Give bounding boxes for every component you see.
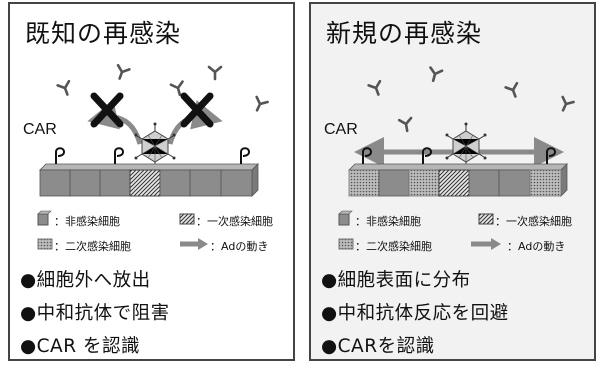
legend-non-infected-icon [37, 210, 52, 226]
adenovirus-icon [134, 122, 176, 168]
legend-primary: ：一次感染細胞 [495, 215, 572, 228]
antibody-icon [426, 66, 444, 84]
known-reinfection-diagram [37, 63, 269, 250]
bullet-item: ●CARを認識 [321, 336, 435, 357]
bullet-item: ●CAR を認識 [20, 336, 140, 357]
legend-secondary: ：二次感染細胞 [54, 240, 131, 253]
antibody-icon [250, 95, 269, 115]
car-receptor-icon [362, 147, 557, 164]
legend-non-infected: ：非感染細胞 [54, 215, 120, 228]
car-receptor-icon [55, 147, 251, 164]
cell-layer [348, 163, 568, 197]
legend-primary-icon [179, 213, 195, 225]
legend-ad-movement: ：Adの動き [507, 240, 566, 253]
antibody-icon [56, 79, 75, 98]
legend-secondary-icon [37, 238, 53, 250]
car-label: CAR [324, 121, 358, 138]
legend-arrow-icon [180, 238, 208, 250]
panel-novel-reinfection: 新規の再感染 [309, 2, 596, 361]
antibody-icon [397, 116, 415, 134]
ad-movement-arrow [87, 100, 143, 145]
panel-known-reinfection: 既知の再感染 [8, 2, 295, 361]
legend-secondary-icon [338, 238, 354, 250]
cross-icon [180, 92, 214, 128]
antibody-icon [504, 81, 523, 100]
panel-title: 既知の再感染 [25, 19, 182, 48]
legend-non-infected: ：非感染細胞 [355, 215, 421, 228]
cross-icon [90, 92, 124, 128]
car-label: CAR [23, 121, 57, 138]
antibody-icon [367, 79, 386, 98]
legend-non-infected-icon [338, 210, 353, 226]
legend-primary-icon [478, 213, 494, 225]
adenovirus-icon [445, 122, 487, 168]
bullet-item: ●細胞表面に分布 [321, 270, 471, 291]
cell-layer [39, 163, 259, 197]
legend-secondary: ：二次感染細胞 [355, 240, 432, 253]
antibody-icon [112, 63, 131, 82]
antibody-icon [207, 65, 223, 81]
legend-arrow-icon [471, 238, 501, 250]
bullet-item: ●中和抗体で阻害 [20, 303, 170, 324]
bullet-item: ●細胞外へ放出 [20, 270, 151, 291]
legend-ad-movement: ：Adの動き [210, 240, 269, 253]
bullet-item: ●中和抗体反応を回避 [321, 303, 509, 324]
legend-primary: ：一次感染細胞 [196, 215, 273, 228]
antibody-icon [556, 95, 575, 115]
panel-title: 新規の再感染 [326, 19, 483, 48]
novel-reinfection-diagram [338, 66, 575, 250]
